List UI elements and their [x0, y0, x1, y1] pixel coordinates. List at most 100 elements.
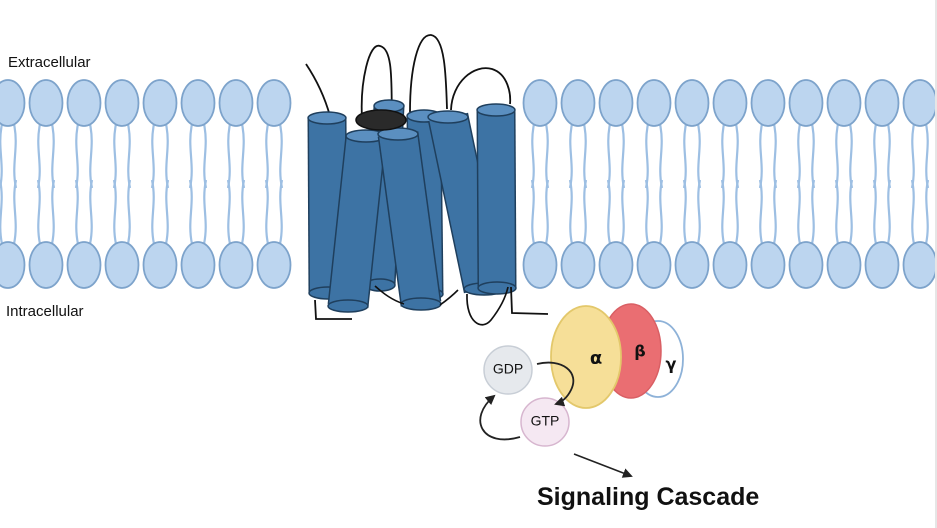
lipid-head-top: [750, 79, 786, 127]
extracellular-loop-3: [450, 67, 512, 111]
intracellular-loop-3: [466, 286, 509, 326]
helix-5: [377, 127, 442, 311]
helix-4: [327, 129, 387, 313]
c-terminus-tail: [314, 299, 352, 320]
lipid-tail-lower-left: [36, 179, 42, 245]
intracellular-label: Intracellular: [6, 303, 84, 320]
lipid-head-bottom: [104, 241, 140, 289]
lipid-tail-lower-left: [758, 179, 764, 245]
gtp-label: GTP: [531, 413, 560, 429]
lipid-tail-upper-right: [924, 123, 930, 189]
lipid-head-top: [0, 79, 26, 127]
lipid-head-bottom: [864, 241, 900, 289]
lipid-head-bottom: [522, 241, 558, 289]
lipid-tail-upper-left: [264, 123, 270, 189]
lipid-head-top: [788, 79, 824, 127]
lipid-tail-lower-right: [240, 179, 246, 245]
lipid-tail-upper-right: [582, 123, 588, 189]
phospholipid-16: [788, 79, 824, 289]
lipid-tail-lower-right: [620, 179, 626, 245]
helix-body: [379, 131, 440, 307]
lipid-head-top: [66, 79, 102, 127]
lipid-head-bottom: [788, 241, 824, 289]
gdp-circle: [483, 345, 533, 395]
lipid-tail-lower-right: [202, 179, 208, 245]
gamma-label: γ: [666, 355, 677, 374]
gpcr-receptor: [305, 34, 549, 326]
lipid-head-bottom: [180, 241, 216, 289]
lipid-tail-lower-left: [682, 179, 688, 245]
g-protein: γ β α: [550, 303, 684, 409]
lipid-tail-lower-left: [150, 179, 156, 245]
lipid-head-bottom: [674, 241, 710, 289]
lipid-head-top: [902, 79, 937, 127]
helix-body: [329, 133, 385, 309]
cell-membrane: [0, 79, 937, 289]
lipid-tail-upper-left: [0, 123, 4, 189]
lipid-tail-lower-right: [88, 179, 94, 245]
phospholipid-12: [636, 79, 672, 289]
lipid-tail-upper-right: [620, 123, 626, 189]
lipid-head-top: [28, 79, 64, 127]
lipid-tail-upper-left: [834, 123, 840, 189]
lipid-tail-lower-left: [796, 179, 802, 245]
cascade-arrow: [573, 453, 633, 478]
lipid-head-top: [522, 79, 558, 127]
lipid-head-bottom: [750, 241, 786, 289]
helix-top-cap: [307, 111, 347, 125]
lipid-head-bottom: [826, 241, 862, 289]
lipid-head-top: [560, 79, 596, 127]
lipid-tail-upper-right: [544, 123, 550, 189]
lipid-tail-lower-right: [12, 179, 18, 245]
phospholipid-19: [902, 79, 937, 289]
lipid-tail-upper-left: [758, 123, 764, 189]
lipid-tail-upper-left: [644, 123, 650, 189]
lipid-head-top: [104, 79, 140, 127]
helix-top-cap: [476, 103, 516, 117]
lipid-tail-upper-right: [126, 123, 132, 189]
lipid-tail-upper-left: [74, 123, 80, 189]
right-edge: [935, 0, 937, 528]
intracellular-loop-2: [439, 289, 459, 306]
extracellular-loop-1: [360, 45, 393, 121]
lipid-tail-lower-right: [924, 179, 930, 245]
lipid-tail-lower-right: [50, 179, 56, 245]
lipid-head-bottom: [28, 241, 64, 289]
lipid-tail-lower-left: [720, 179, 726, 245]
phospholipid-1: [0, 79, 26, 289]
phospholipid-4: [104, 79, 140, 289]
lipid-tail-lower-left: [74, 179, 80, 245]
gtp-circle: [520, 397, 570, 447]
lipid-tail-upper-right: [658, 123, 664, 189]
helix-body: [478, 109, 515, 289]
lipid-tail-lower-right: [696, 179, 702, 245]
lipid-head-top: [256, 79, 292, 127]
lipid-tail-lower-left: [188, 179, 194, 245]
lipid-head-bottom: [902, 241, 937, 289]
transmembrane-helices: [307, 99, 517, 313]
lipid-tail-lower-left: [568, 179, 574, 245]
phospholipid-8: [256, 79, 292, 289]
phospholipid-7: [218, 79, 254, 289]
lipid-tail-upper-left: [188, 123, 194, 189]
lipid-tail-lower-left: [910, 179, 916, 245]
lipid-tail-upper-right: [240, 123, 246, 189]
lipid-tail-upper-right: [88, 123, 94, 189]
lipid-tail-upper-left: [112, 123, 118, 189]
lipid-tail-upper-left: [530, 123, 536, 189]
recycle-arrow: [479, 394, 521, 441]
phospholipid-18: [864, 79, 900, 289]
lipid-head-bottom: [256, 241, 292, 289]
lipid-tail-upper-right: [50, 123, 56, 189]
extracellular-label: Extracellular: [8, 54, 91, 71]
phospholipid-13: [674, 79, 710, 289]
gdp-node: GDP: [483, 345, 533, 395]
lipid-tail-upper-right: [696, 123, 702, 189]
helix-1: [307, 111, 348, 300]
lipid-tail-upper-left: [910, 123, 916, 189]
lipid-tail-upper-right: [886, 123, 892, 189]
lipid-tail-upper-right: [12, 123, 18, 189]
lipid-head-top: [674, 79, 710, 127]
alpha-subunit: [550, 305, 622, 409]
